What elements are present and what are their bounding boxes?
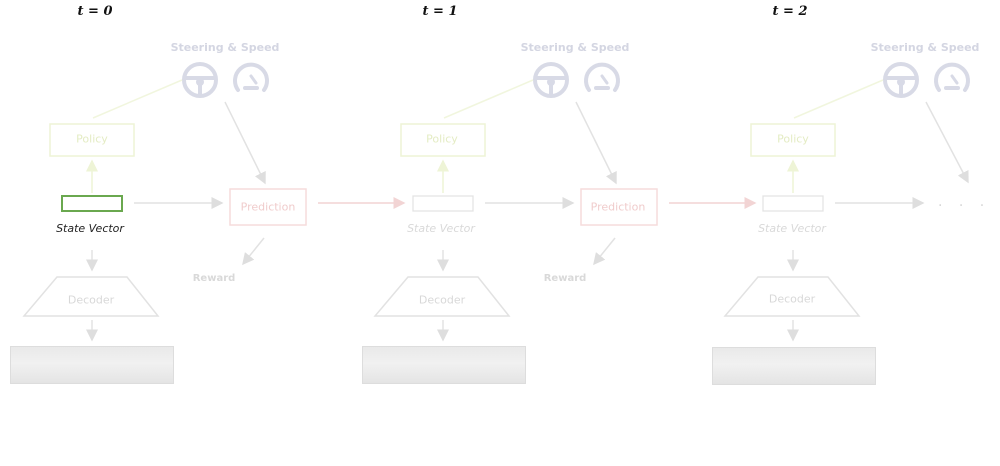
policy-to-steering-line-1 — [443, 79, 534, 119]
speedometer-icon — [584, 62, 620, 92]
policy-to-steering-line-0 — [92, 79, 183, 119]
steering-wheel-icon — [883, 62, 919, 98]
steering-speed-label-0: Steering & Speed — [170, 41, 280, 54]
reward-label-1: Reward — [543, 273, 587, 284]
decoded-frame-image-1 — [362, 346, 526, 384]
decoder-shape-1 — [373, 276, 511, 317]
steering-wheel-icon — [182, 62, 218, 98]
state-vector-label-0: State Vector — [56, 222, 124, 235]
state-vector-box-1 — [412, 195, 474, 212]
decoder-label-2: Decoder — [768, 292, 816, 306]
decoder-shape-2 — [723, 276, 861, 317]
steering-to-prediction-arrow-2 — [925, 101, 969, 184]
speedometer-icon — [233, 62, 269, 92]
prediction-label-1: Prediction — [590, 200, 646, 214]
state-vector-label-1: State Vector — [407, 222, 475, 235]
policy-box-2 — [750, 123, 836, 157]
decoded-frame-image-2 — [712, 347, 876, 385]
policy-to-steering-line-2 — [793, 79, 884, 119]
decoder-shape-0 — [22, 276, 160, 317]
state-vector-box-0 — [61, 195, 123, 212]
state-vector-label-2: State Vector — [758, 222, 826, 235]
time-label-2: t = 2 — [772, 4, 808, 19]
steering-wheel-icon — [533, 62, 569, 98]
state-vector-box-2 — [762, 195, 824, 212]
prediction-to-reward-arrow-0 — [242, 237, 265, 266]
decoder-label-0: Decoder — [67, 293, 115, 307]
prediction-box-1 — [580, 188, 658, 226]
time-label-1: t = 1 — [422, 4, 458, 19]
policy-box-0 — [49, 123, 135, 157]
steering-speed-label-2: Steering & Speed — [870, 41, 980, 54]
prediction-box-0 — [229, 188, 307, 226]
steering-speed-label-1: Steering & Speed — [520, 41, 630, 54]
policy-label-0: Policy — [76, 132, 108, 146]
time-label-0: t = 0 — [77, 4, 113, 19]
policy-box-1 — [400, 123, 486, 157]
reward-label-0: Reward — [192, 273, 236, 284]
steering-to-prediction-arrow-0 — [224, 101, 266, 185]
decoder-label-1: Decoder — [418, 293, 466, 307]
prediction-label-0: Prediction — [240, 200, 296, 214]
decoded-frame-image-0 — [10, 346, 174, 384]
speedometer-icon — [934, 62, 970, 92]
continuation-dots: . . . . — [938, 194, 1000, 210]
policy-label-1: Policy — [426, 132, 458, 146]
prediction-to-reward-arrow-1 — [593, 237, 616, 266]
steering-to-prediction-arrow-1 — [575, 101, 617, 185]
policy-label-2: Policy — [777, 132, 809, 146]
